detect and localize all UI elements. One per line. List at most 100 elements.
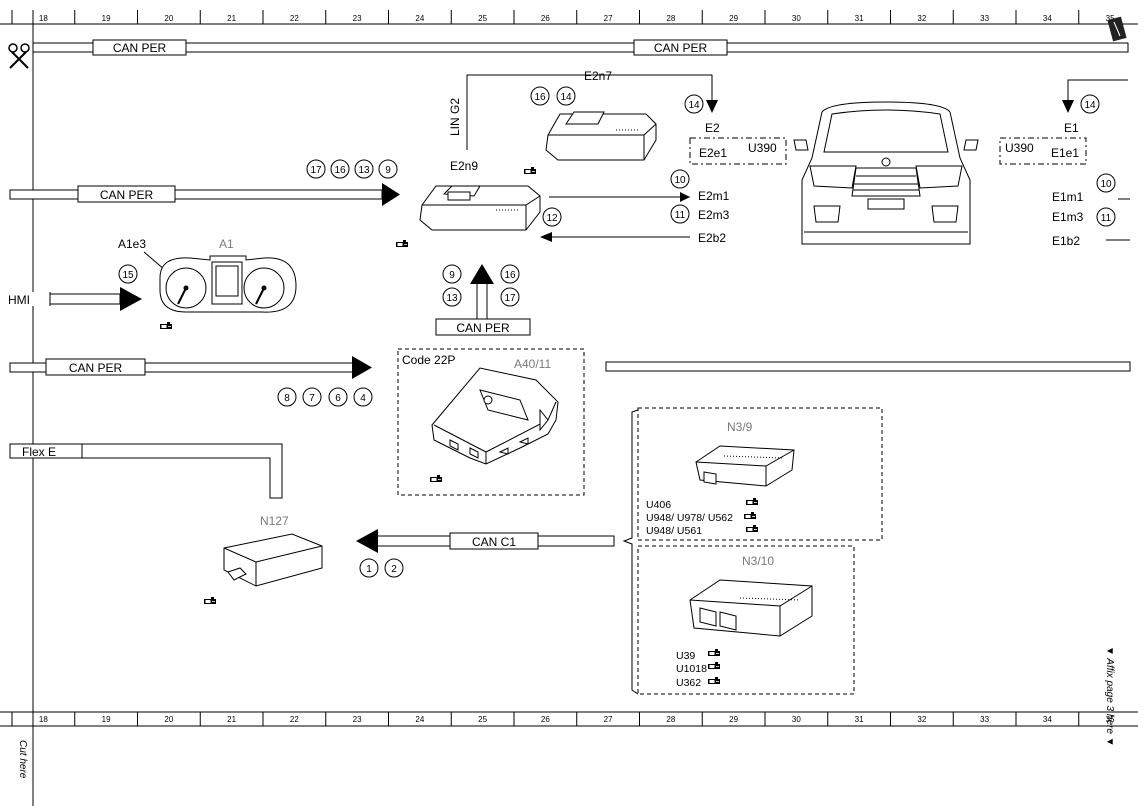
circle-number: 6: [335, 393, 341, 404]
variant-code: U362: [676, 677, 701, 689]
can-per-bus-a40: CAN PER 8 7 6 4: [9, 356, 373, 407]
ruler-column-label: 28: [666, 14, 675, 23]
pointing-hand-icon: [523, 166, 537, 175]
ruler-column-label: 20: [164, 14, 173, 23]
ruler-column-label: 21: [227, 14, 236, 23]
pointing-hand-icon: [395, 239, 409, 248]
circle-number: 16: [334, 165, 346, 176]
e2m1-label: E2m1: [698, 189, 730, 203]
u390-label: U390: [748, 141, 777, 155]
ruler-column-label: 31: [855, 14, 864, 23]
circle-number: 4: [360, 393, 366, 404]
ruler-column-label: 29: [729, 715, 738, 724]
ruler-column-label: 30: [792, 715, 801, 724]
e1m1-label: E1m1: [1052, 190, 1084, 204]
a40-11-module: Code 22P A40/11: [397, 348, 585, 496]
e2n7-label: E2n7: [584, 69, 612, 83]
a40-11-label: A40/11: [514, 357, 551, 371]
can-c1-bus: CAN C1 1 2: [356, 529, 615, 578]
ruler-column-label: 34: [1043, 715, 1052, 724]
can-per-right-bus: [605, 361, 1131, 372]
ruler-column-label: 33: [980, 14, 989, 23]
e1m3-label: E1m3: [1052, 210, 1084, 224]
lin-g2-bus: LIN G2 E2n7 16 14 14: [448, 69, 718, 150]
e2m3-label: E2m3: [698, 208, 730, 222]
circle-number: 9: [449, 270, 455, 281]
circle-number: 12: [546, 213, 558, 224]
circle-number: 14: [688, 100, 700, 111]
pointing-hand-icon: [429, 474, 443, 483]
can-c1-label: CAN C1: [472, 535, 516, 549]
e1-label: E1: [1064, 121, 1079, 135]
variant-code: U948/ U978/ U562: [646, 512, 733, 524]
variant-code: U948/ U561: [646, 525, 702, 537]
e1b2-label: E1b2: [1052, 234, 1080, 248]
pointing-hand-icon: [743, 511, 757, 520]
a1-label: A1: [219, 237, 234, 251]
can-per-label: CAN PER: [456, 321, 510, 335]
variant-code: U39: [676, 650, 695, 662]
variant-code: U1018: [676, 663, 707, 675]
can-per-up-arrow: CAN PER 9 13 16 17: [435, 264, 531, 336]
can-per-bus-e2n9: CAN PER: [9, 183, 400, 206]
ruler-column-label: 27: [604, 14, 613, 23]
circle-number: 10: [1100, 179, 1112, 190]
a1-instrument-cluster: A1e3 A1: [118, 237, 297, 330]
n3-10-label: N3/10: [742, 554, 774, 568]
e2b2-label: E2b2: [698, 231, 726, 245]
e2-group: E2 E2e1 U390 10 11 12 E2m1 E2m3 E2b2: [540, 121, 787, 245]
ruler-column-label: 19: [102, 715, 111, 724]
circle-number: 1: [366, 564, 372, 575]
ruler-column-label: 33: [980, 715, 989, 724]
can-per-label: CAN PER: [654, 41, 708, 55]
can-per-label: CAN PER: [113, 41, 167, 55]
circle-number: 7: [309, 393, 315, 404]
can-per-label: CAN PER: [100, 188, 154, 202]
ruler-column-label: 22: [290, 14, 299, 23]
ruler-column-label: 22: [290, 715, 299, 724]
circle-number: 15: [122, 270, 134, 281]
circle-number: 14: [560, 92, 572, 103]
flex-e-label: Flex E: [22, 445, 56, 459]
ruler-column-label: 20: [164, 715, 173, 724]
can-per-label: CAN PER: [69, 361, 123, 375]
can-per-top-bus: CAN PER CAN PER: [32, 39, 1129, 56]
ruler-column-label: 32: [917, 715, 926, 724]
lin-g2-label: LIN G2: [448, 98, 462, 136]
ruler-column-label: 31: [855, 715, 864, 724]
pointing-hand-icon: [745, 497, 759, 506]
ruler-column-label: 18: [39, 715, 48, 724]
circle-number: 14: [1084, 100, 1096, 111]
e2e1-label: E2e1: [699, 146, 727, 160]
ruler-column-label: 25: [478, 715, 487, 724]
cut-here-text: Cut here: [17, 740, 28, 779]
n3-9-label: N3/9: [727, 420, 753, 434]
circle-number: 11: [1101, 213, 1112, 224]
hmi-bus: HMI 15: [8, 264, 142, 311]
circle-number: 17: [310, 165, 322, 176]
pointing-hand-icon: [707, 676, 721, 685]
n3-10-module: N3/10 U39 U1018 U362: [637, 545, 855, 695]
car-front: [793, 101, 979, 245]
ruler-column-label: 27: [604, 715, 613, 724]
flex-e-bus: Flex E: [9, 443, 283, 499]
pointing-hand-icon: [707, 661, 721, 670]
ruler-column-label: 26: [541, 14, 550, 23]
pointing-hand-icon: [745, 524, 759, 533]
pointing-hand-icon: [203, 596, 217, 605]
code-22p-label: Code 22P: [402, 353, 455, 367]
affix-page-text: ▼ Affix page 3 here ▼: [1104, 646, 1115, 747]
circle-number: 13: [446, 293, 458, 304]
ruler-column-label: 35: [1106, 715, 1115, 724]
pointing-hand-icon: [707, 648, 721, 657]
ruler-column-label: 25: [478, 14, 487, 23]
circle-number: 16: [504, 270, 516, 281]
n3-brace: [622, 409, 639, 695]
circle-number: 10: [674, 175, 686, 186]
circle-number: 17: [504, 293, 516, 304]
circle-numbers-e2n9: 17 16 13 9: [306, 159, 398, 179]
ruler-column-label: 30: [792, 14, 801, 23]
